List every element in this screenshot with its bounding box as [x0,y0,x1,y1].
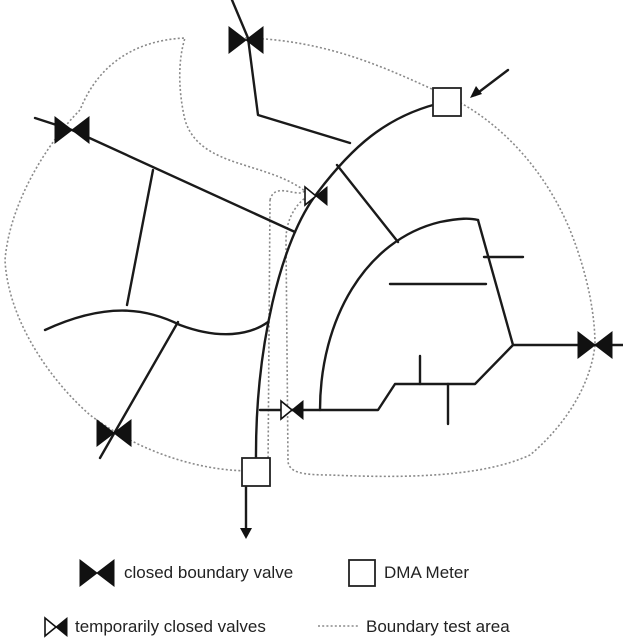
pipe-lower-stepped [290,343,515,412]
legend-closed-valve-label: closed boundary valve [124,563,294,582]
inlet-arrow-line [473,68,510,97]
inlet-arrow-icon [470,86,482,98]
pipe-left-vertical [125,168,155,307]
pipe-left-diagonal [33,116,297,234]
outlet-arrow-icon [240,528,252,539]
boundary-test-area-outline [4,37,596,478]
legend-temporary-valve-icon [44,616,68,638]
dma-meter-top [432,87,462,117]
pipe-main-arc [254,100,447,464]
closed-boundary-valve-top [228,25,264,55]
temporarily-closed-valve-lower [280,399,304,421]
legend-closed-valve-icon [79,558,115,588]
closed-boundary-valve-bottom-left [96,418,132,448]
pipe-connector [335,163,400,244]
pipe-lower-left-diagonal [98,320,180,460]
legend-boundary-label: Boundary test area [366,617,510,636]
legend-temporary-valve-label: temporarily closed valves [75,617,266,636]
temporarily-closed-valve-upper [304,185,328,207]
legend-dma-meter-label: DMA Meter [384,563,470,582]
pipe-inner-arc [318,217,480,412]
dma-meter-bottom [241,457,271,487]
pipe-left-curve [43,309,270,336]
pipe-right-vertical [476,218,623,347]
pipe-top-vertical [230,0,352,145]
legend-dma-meter-icon [348,559,376,587]
closed-boundary-valve-right [577,330,613,360]
closed-boundary-valve-left [54,115,90,145]
